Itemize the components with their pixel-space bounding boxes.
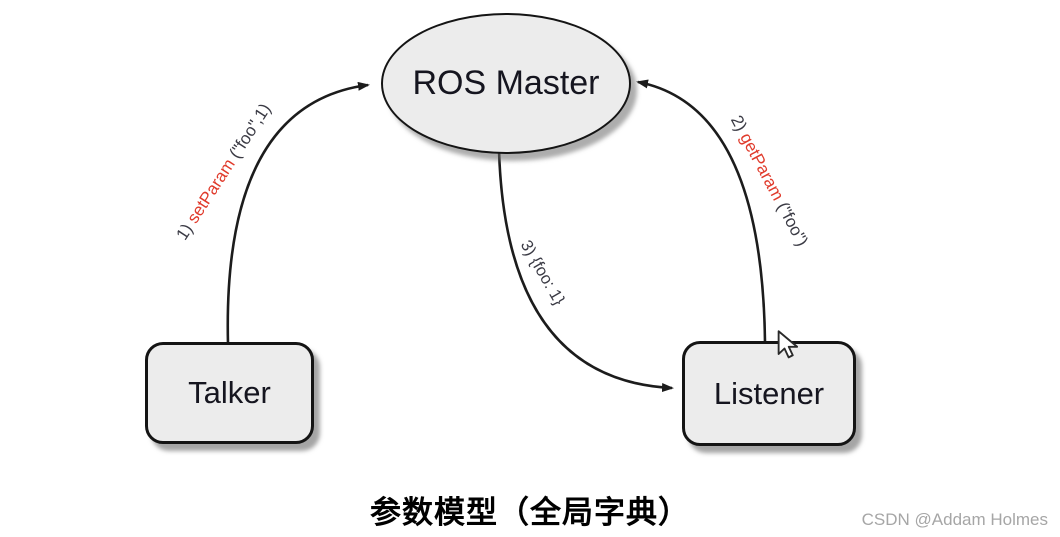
node-ros-master-label: ROS Master — [412, 64, 600, 102]
csdn-watermark: CSDN @Addam Holmes — [861, 510, 1048, 529]
edge-value-return-arrow — [497, 149, 674, 393]
node-talker-label: Talker — [188, 375, 271, 410]
node-listener-label: Listener — [713, 375, 825, 411]
mouse-cursor-icon — [777, 330, 799, 359]
edge-setparam-arrow — [226, 81, 370, 345]
edge-getparam-arrow — [636, 79, 767, 343]
node-listener: Listener — [682, 341, 856, 446]
diagram-caption: 参数模型（全局字典） — [370, 495, 690, 530]
node-ros-master: ROS Master — [381, 13, 631, 154]
node-talker: Talker — [145, 342, 314, 444]
